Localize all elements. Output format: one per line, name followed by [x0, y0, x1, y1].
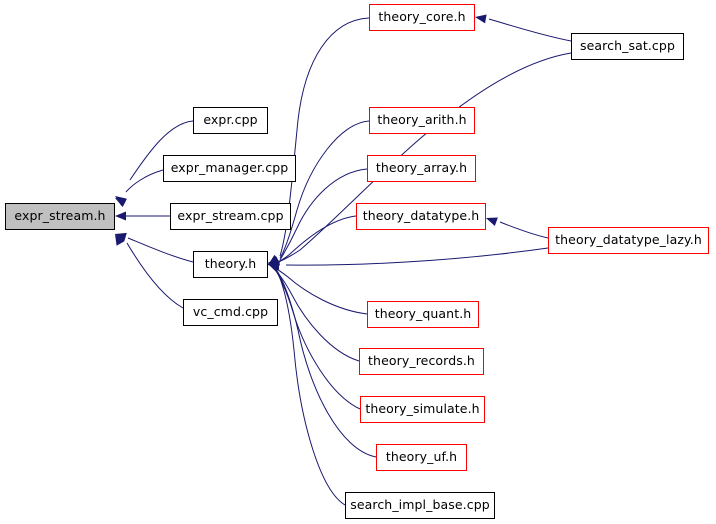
graph-node-label: search_impl_base.cpp — [350, 497, 490, 513]
edge-theory-array-to-theory-h — [279, 168, 368, 261]
edge-theory-records-to-theory-h — [271, 266, 360, 362]
graph-node-expr-stream-cpp[interactable]: expr_stream.cpp — [170, 203, 291, 230]
graph-node-theory-simulate-h[interactable]: theory_simulate.h — [360, 396, 485, 423]
edge-theory-quant-to-theory-h-arrowhead — [268, 257, 280, 266]
edge-search-sat-to-theory-core-arrowhead — [475, 14, 487, 24]
graph-node-label: vc_cmd.cpp — [192, 304, 269, 320]
edge-theory-h-to-expr-stream-h — [127, 237, 194, 263]
graph-node-search-impl-base-cpp[interactable]: search_impl_base.cpp — [345, 492, 495, 519]
graph-node-theory-h[interactable]: theory.h — [193, 251, 268, 278]
graph-node-label: expr_stream.cpp — [177, 208, 284, 224]
edge-vc-cmd-to-expr-stream-h-arrowhead — [115, 234, 125, 246]
edge-theory-quant-to-theory-h — [271, 265, 368, 315]
graph-node-label: theory_array.h — [375, 160, 468, 176]
graph-node-label: expr_stream.h — [14, 208, 106, 224]
edge-theory-datatype-to-theory-h-arrowhead — [268, 261, 280, 271]
graph-node-theory-datatype-lazy-h[interactable]: theory_datatype_lazy.h — [548, 227, 709, 254]
graph-node-theory-quant-h[interactable]: theory_quant.h — [367, 301, 479, 328]
edge-expr-manager-to-expr-stream-h — [125, 169, 164, 193]
edge-datatype-lazy-to-theory-h — [285, 247, 549, 266]
edge-expr-stream-cpp-to-expr-stream-h-arrowhead — [115, 211, 126, 221]
edge-search-sat-to-theory-core — [488, 18, 572, 42]
graph-node-expr-cpp[interactable]: expr.cpp — [193, 107, 268, 134]
edge-theory-h-to-expr-stream-h-arrowhead — [115, 232, 127, 242]
graph-node-label: theory_uf.h — [385, 449, 458, 465]
graph-node-label: theory.h — [204, 256, 257, 272]
graph-node-theory-records-h[interactable]: theory_records.h — [359, 348, 484, 375]
edge-expr-manager-to-expr-stream-h-arrowhead — [115, 198, 127, 208]
edge-vc-cmd-to-expr-stream-h — [126, 242, 184, 309]
edge-datatype-lazy-to-datatype — [499, 221, 549, 239]
edge-theory-records-to-theory-h-arrowhead — [268, 256, 280, 265]
graph-node-label: theory_datatype.h — [362, 208, 480, 224]
edge-search-impl-base-to-theory-h — [273, 266, 346, 506]
graph-node-theory-array-h[interactable]: theory_array.h — [367, 155, 476, 182]
graph-node-label: theory_core.h — [378, 9, 466, 25]
graph-node-label: theory_quant.h — [374, 306, 472, 322]
graph-node-label: expr.cpp — [203, 112, 258, 128]
graph-node-label: theory_records.h — [368, 353, 475, 369]
edge-theory-arith-to-theory-h-arrowhead — [268, 262, 280, 271]
graph-node-label: theory_arith.h — [377, 112, 467, 128]
graph-node-theory-arith-h[interactable]: theory_arith.h — [369, 107, 475, 134]
graph-node-theory-core-h[interactable]: theory_core.h — [369, 4, 475, 31]
graph-node-search-sat-cpp[interactable]: search_sat.cpp — [571, 33, 684, 60]
edge-theory-arith-to-theory-h — [279, 120, 370, 259]
edge-datatype-lazy-to-datatype-arrowhead — [486, 217, 498, 226]
graph-node-vc-cmd-cpp[interactable]: vc_cmd.cpp — [183, 299, 278, 326]
edge-theory-core-to-theory-h-arrowhead — [268, 261, 280, 270]
graph-node-label: theory_datatype_lazy.h — [555, 232, 702, 248]
graph-node-theory-datatype-h[interactable]: theory_datatype.h — [356, 203, 486, 230]
graph-node-label: expr_manager.cpp — [170, 160, 289, 176]
edge-search-sat-to-theory-h-arrowhead — [268, 260, 280, 270]
graph-node-label: search_sat.cpp — [580, 38, 675, 54]
graph-node-theory-uf-h[interactable]: theory_uf.h — [376, 444, 467, 471]
edge-theory-simulate-to-theory-h — [272, 266, 361, 410]
graph-node-expr-stream-h[interactable]: expr_stream.h — [5, 203, 115, 230]
edge-datatype-lazy-to-theory-h-arrowhead — [268, 260, 279, 270]
graph-node-label: theory_simulate.h — [365, 401, 480, 417]
graph-node-expr-manager-cpp[interactable]: expr_manager.cpp — [163, 155, 296, 182]
edge-theory-array-to-theory-h-arrowhead — [268, 263, 280, 273]
